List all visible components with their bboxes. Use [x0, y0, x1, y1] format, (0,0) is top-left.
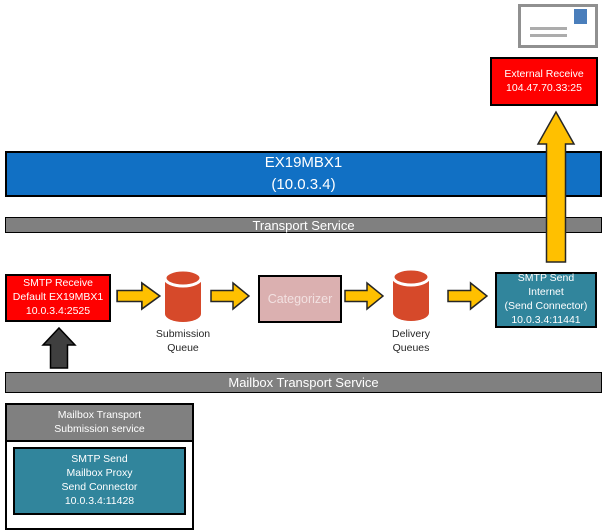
categorizer-label: Categorizer	[267, 292, 333, 306]
envelope-address-line-icon	[530, 27, 567, 30]
envelope-icon	[518, 4, 598, 48]
external-receive-address: 104.47.70.33:25	[506, 81, 582, 94]
external-receive-box: External Receive 104.47.70.33:25	[490, 57, 598, 106]
smtp-send-mailbox-proxy-line: Send Connector	[61, 481, 138, 493]
delivery-queues-label: Delivery Queues	[392, 328, 430, 354]
transport-service-bar: Transport Service	[5, 217, 602, 233]
smtp-send-internet-box: SMTP Send Internet (Send Connector) 10.0…	[495, 272, 597, 328]
arrow-right-icon	[210, 281, 250, 311]
mailbox-submission-container: Mailbox Transport Submission service SMT…	[5, 403, 194, 530]
mailbox-submission-header: Mailbox Transport Submission service	[7, 405, 192, 442]
envelope-stamp-icon	[574, 9, 587, 24]
delivery-queues-cylinder-icon	[391, 267, 431, 321]
smtp-receive-box: SMTP Receive Default EX19MBX1 10.0.3.4:2…	[5, 274, 111, 322]
mailbox-transport-service-label: Mailbox Transport Service	[228, 375, 379, 390]
arrow-up-dark-icon	[41, 326, 77, 369]
submission-queue-cylinder-icon	[163, 268, 203, 322]
server-ip: (10.0.3.4)	[271, 176, 336, 193]
smtp-receive-line: Default EX19MBX1	[12, 291, 104, 304]
smtp-send-mailbox-proxy-box: SMTP Send Mailbox Proxy Send Connector 1…	[13, 447, 186, 515]
arrow-right-icon	[447, 281, 488, 311]
smtp-send-mailbox-proxy-line: 10.0.3.4:11428	[64, 494, 135, 507]
smtp-send-internet-line: SMTP Send	[517, 272, 575, 285]
external-receive-label: External Receive	[504, 67, 584, 80]
transport-service-label: Transport Service	[252, 217, 355, 233]
arrow-right-icon	[344, 281, 384, 311]
smtp-receive-line: 10.0.3.4:2525	[25, 304, 91, 317]
arrow-up-icon	[536, 110, 576, 263]
smtp-send-internet-line: Internet	[528, 286, 564, 299]
mailbox-transport-service-bar: Mailbox Transport Service	[5, 372, 602, 393]
arrow-right-icon	[116, 281, 161, 311]
categorizer-box: Categorizer	[258, 275, 342, 323]
envelope-address-line-icon	[530, 34, 567, 37]
server-bar: EX19MBX1 (10.0.3.4)	[5, 151, 602, 197]
smtp-send-internet-line: (Send Connector)	[504, 300, 588, 312]
smtp-receive-line: SMTP Receive	[23, 277, 93, 290]
server-name: EX19MBX1	[264, 154, 343, 172]
smtp-send-mailbox-proxy-line: Mailbox Proxy	[66, 467, 133, 480]
submission-queue-label: Submission Queue	[155, 328, 211, 354]
smtp-send-internet-line: 10.0.3.4:11441	[511, 313, 581, 326]
smtp-send-mailbox-proxy-line: SMTP Send	[71, 453, 128, 466]
